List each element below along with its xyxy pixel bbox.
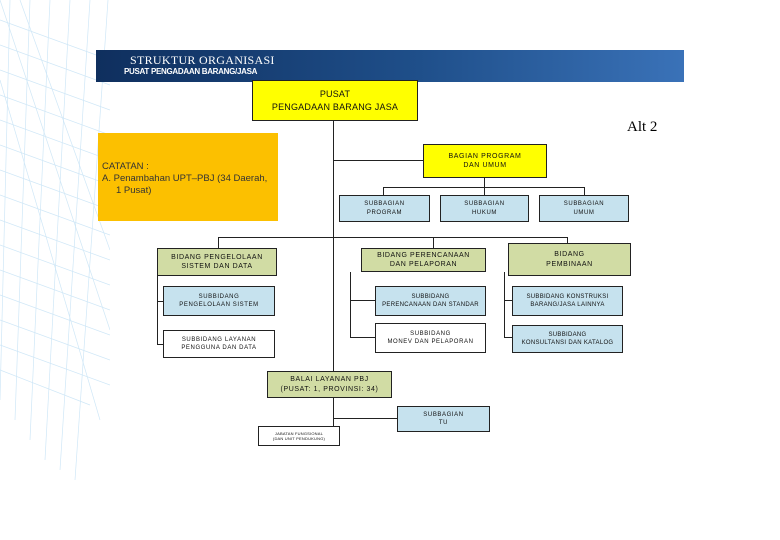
connector-line bbox=[584, 187, 585, 195]
alt-label: Alt 2 bbox=[627, 119, 658, 135]
connector-line bbox=[218, 237, 568, 238]
connector-line bbox=[504, 337, 512, 338]
node-bidang-perencanaan: BIDANG PERENCANAAN DAN PELAPORAN bbox=[361, 248, 486, 272]
node-label: BALAI LAYANAN PBJ bbox=[290, 376, 369, 384]
node-label: SUBBIDANG bbox=[198, 293, 240, 300]
node-label: PERENCANAAN DAN STANDAR bbox=[382, 302, 479, 308]
node-label: BAGIAN PROGRAM bbox=[448, 152, 522, 160]
node-subbagian-umum: SUBBAGIAN UMUM bbox=[539, 195, 629, 222]
node-bidang-pembinaan: BIDANG PEMBINAAN bbox=[508, 243, 631, 276]
connector-line bbox=[484, 177, 485, 187]
node-bagian-program-dan-umum: BAGIAN PROGRAM DAN UMUM bbox=[423, 144, 547, 178]
node-label: PENGELOLAAN SISTEM bbox=[179, 302, 259, 308]
node-label: SISTEM DAN DATA bbox=[181, 263, 253, 270]
node-label: JABATAN FUNGSIONAL bbox=[274, 430, 324, 436]
node-label: PUSAT bbox=[319, 89, 351, 100]
connector-line bbox=[157, 301, 163, 302]
node-subbidang-perencanaan-standar: SUBBIDANG PERENCANAAN DAN STANDAR bbox=[375, 286, 486, 316]
node-label: SUBBAGIAN bbox=[563, 201, 605, 208]
node-label: PEMBINAAN bbox=[546, 260, 593, 268]
connector-line bbox=[350, 337, 375, 338]
note-line: 1 Pusat) bbox=[116, 185, 152, 196]
node-subbagian-hukum: SUBBAGIAN HUKUM bbox=[440, 195, 529, 222]
connector-line bbox=[157, 344, 163, 345]
connector-line bbox=[350, 272, 351, 337]
connector-line bbox=[504, 272, 505, 337]
connector-line bbox=[333, 121, 334, 371]
connector-line bbox=[504, 300, 512, 301]
node-bidang-pengelolaan: BIDANG PENGELOLAAN SISTEM DAN DATA bbox=[157, 248, 277, 276]
node-label: SUBBIDANG bbox=[410, 330, 451, 337]
node-label: (DAN UNIT PENDUKUNG) bbox=[272, 436, 326, 441]
node-label: KONSULTANSI DAN KATALOG bbox=[521, 340, 614, 346]
node-label: SUBBIDANG KONSTRUKSI bbox=[526, 293, 609, 300]
node-label: SUBBIDANG bbox=[548, 331, 587, 338]
note-line: CATATAN : bbox=[102, 161, 149, 172]
node-label: SUBBIDANG LAYANAN bbox=[181, 336, 257, 343]
node-label: BIDANG PERENCANAAN bbox=[377, 251, 470, 259]
node-label: DAN UMUM bbox=[463, 162, 507, 169]
header-banner: STRUKTUR ORGANISASI PUSAT PENGADAAN BARA… bbox=[96, 50, 684, 82]
node-label: MONEV DAN PELAPORAN bbox=[387, 339, 474, 345]
connector-line bbox=[333, 398, 334, 432]
node-label: TU bbox=[438, 420, 449, 426]
node-subbidang-monev: SUBBIDANG MONEV DAN PELAPORAN bbox=[375, 323, 486, 353]
node-label: SUBBAGIAN bbox=[423, 411, 464, 418]
node-subbagian-program: SUBBAGIAN PROGRAM bbox=[339, 195, 430, 222]
node-label: SUBBAGIAN bbox=[464, 201, 505, 208]
node-pusat-pengadaan: PUSAT PENGADAAN BARANG JASA bbox=[252, 80, 418, 121]
node-label: BIDANG PENGELOLAAN bbox=[171, 253, 263, 261]
connector-line bbox=[350, 300, 375, 301]
node-subbidang-konsultansi: SUBBIDANG KONSULTANSI DAN KATALOG bbox=[512, 325, 623, 353]
node-jabatan-fungsional: JABATAN FUNGSIONAL (DAN UNIT PENDUKUNG) bbox=[258, 426, 340, 446]
connector-line bbox=[484, 187, 485, 195]
connector-line bbox=[383, 187, 384, 195]
connector-line bbox=[433, 237, 434, 248]
node-label: PENGADAAN BARANG JASA bbox=[271, 101, 399, 112]
connector-line bbox=[157, 261, 158, 345]
header-title: STRUKTUR ORGANISASI bbox=[130, 53, 275, 67]
node-subbidang-konstruksi: SUBBIDANG KONSTRUKSI BARANG/JASA LAINNYA bbox=[512, 286, 623, 316]
node-label: DAN PELAPORAN bbox=[389, 261, 458, 268]
background-grid-decoration bbox=[0, 0, 110, 481]
node-label: UMUM bbox=[573, 209, 595, 216]
node-label: (PUSAT: 1, PROVINSI: 34) bbox=[280, 385, 379, 393]
connector-line bbox=[333, 418, 397, 419]
header-subtitle: PUSAT PENGADAAN BARANG/JASA bbox=[124, 67, 258, 76]
node-label: SUBBIDANG bbox=[411, 293, 450, 300]
node-label: PENGGUNA DAN DATA bbox=[181, 345, 257, 351]
node-subbagian-tu: SUBBAGIAN TU bbox=[397, 406, 490, 432]
node-balai-layanan-pbj: BALAI LAYANAN PBJ (PUSAT: 1, PROVINSI: 3… bbox=[267, 371, 392, 398]
connector-line bbox=[333, 160, 423, 161]
node-subbidang-layanan-pengguna: SUBBIDANG LAYANAN PENGGUNA DAN DATA bbox=[163, 330, 275, 358]
note-line: A. Penambahan UPT–PBJ (34 Daerah, bbox=[102, 173, 268, 184]
connector-line bbox=[218, 237, 219, 248]
node-label: HUKUM bbox=[472, 209, 497, 216]
node-label: SUBBAGIAN bbox=[364, 201, 405, 208]
node-label: PROGRAM bbox=[366, 209, 403, 216]
connector-line bbox=[567, 237, 568, 248]
note-box: CATATAN : A. Penambahan UPT–PBJ (34 Daer… bbox=[98, 133, 278, 221]
node-subbidang-pengelolaan-sistem: SUBBIDANG PENGELOLAAN SISTEM bbox=[163, 286, 275, 316]
node-label: BARANG/JASA LAINNYA bbox=[530, 302, 605, 308]
node-label: BIDANG bbox=[554, 251, 585, 259]
